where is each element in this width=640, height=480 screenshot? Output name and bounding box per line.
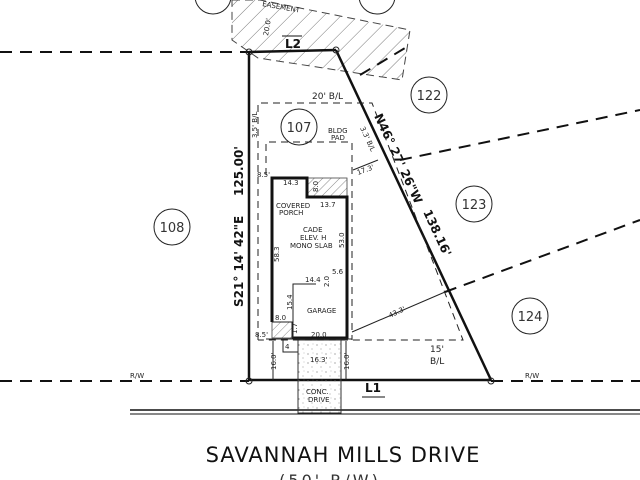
- dimension-line-43: [351, 291, 446, 333]
- setback-front: 20' B/L: [312, 92, 343, 102]
- svg-text:14.3: 14.3: [283, 179, 299, 187]
- lot-circle-top-right: [358, 0, 396, 15]
- svg-text:8.0: 8.0: [275, 314, 286, 322]
- lot-boundary: [0, 44, 640, 385]
- lot-line-122-123: [399, 109, 640, 161]
- drive-label-1: CONC.: [306, 388, 329, 396]
- porch-label-2: PORCH: [279, 209, 303, 217]
- svg-text:4: 4: [285, 343, 290, 351]
- svg-text:123: 123: [462, 198, 487, 213]
- dimension-line-17: [352, 159, 379, 171]
- bearing-west: S21° 14' 42"E: [232, 216, 246, 307]
- garage-label: GARAGE: [307, 307, 336, 315]
- svg-text:122: 122: [417, 89, 442, 104]
- svg-text:14.4: 14.4: [305, 276, 321, 284]
- corner-pin: [245, 48, 253, 56]
- svg-text:16.3': 16.3': [310, 356, 328, 364]
- svg-text:13.7: 13.7: [320, 201, 336, 209]
- setback-left: 3.5' B/L: [251, 112, 259, 138]
- length-west: 125.00': [232, 146, 246, 196]
- corner-pin: [245, 377, 253, 385]
- line-east: [334, 49, 493, 381]
- porch-label-1: COVERED: [276, 202, 310, 210]
- easement: EASEMENT 20.0': [231, 0, 411, 81]
- building-line: [257, 102, 464, 341]
- corner-pin: [332, 46, 340, 54]
- lot-circle-top-left: [194, 0, 232, 15]
- svg-text:53.0: 53.0: [338, 232, 346, 248]
- svg-text:58.3: 58.3: [273, 246, 281, 262]
- svg-text:16.0': 16.0': [343, 352, 351, 370]
- lot-123: 123: [455, 185, 493, 223]
- svg-text:8.5': 8.5': [257, 171, 270, 179]
- length-east: 138.16': [420, 207, 454, 258]
- easement-width: 20.0': [262, 18, 273, 37]
- svg-text:20.0: 20.0: [311, 331, 327, 339]
- setback-rear-a: 15': [430, 345, 444, 355]
- svg-text:8.5': 8.5': [255, 331, 268, 339]
- rw-label-right: R/W: [525, 372, 539, 380]
- line-l2: [248, 48, 337, 54]
- svg-text:5.6: 5.6: [332, 268, 344, 276]
- house-footprint: [266, 176, 352, 340]
- drive-label-2: DRIVE: [308, 396, 330, 404]
- street-row: (50' R/W): [279, 471, 381, 480]
- svg-text:8.0: 8.0: [312, 181, 320, 192]
- lot-108: 108: [153, 208, 191, 246]
- label-l2: L2: [285, 37, 301, 51]
- building-pad: [265, 141, 353, 340]
- svg-text:108: 108: [160, 221, 185, 236]
- model-label-3: MONO SLAB: [290, 242, 333, 250]
- rw-label-left: R/W: [130, 372, 144, 380]
- model-label-2: ELEV. H: [300, 234, 326, 242]
- corner-pin: [487, 377, 495, 385]
- street-name: SAVANNAH MILLS DRIVE: [206, 443, 481, 467]
- svg-text:124: 124: [518, 310, 543, 325]
- lot-line-123-124: [444, 219, 640, 293]
- setback-rear-b: B/L: [430, 357, 444, 367]
- lot-line-122: [359, 44, 411, 76]
- lot-122: 122: [410, 76, 448, 114]
- svg-text:43.3': 43.3': [387, 305, 406, 320]
- svg-text:17.3': 17.3': [356, 163, 375, 177]
- lot-124: 124: [511, 297, 549, 335]
- label-l1: L1: [365, 381, 381, 395]
- lot-107: 107: [280, 108, 318, 146]
- driveway: CONC. DRIVE: [282, 339, 342, 414]
- svg-text:15.4: 15.4: [286, 294, 294, 310]
- svg-text:2.0: 2.0: [323, 276, 331, 287]
- svg-text:107: 107: [287, 121, 312, 136]
- bearing-east: N46° 27' 26"W: [371, 111, 425, 205]
- svg-text:16.0': 16.0': [270, 352, 278, 370]
- model-label-1: CADE: [303, 226, 323, 234]
- svg-text:1.7: 1.7: [291, 323, 299, 334]
- bldg-pad-label-2: PAD: [331, 134, 345, 142]
- bldg-pad-label-1: BLDG: [328, 127, 348, 135]
